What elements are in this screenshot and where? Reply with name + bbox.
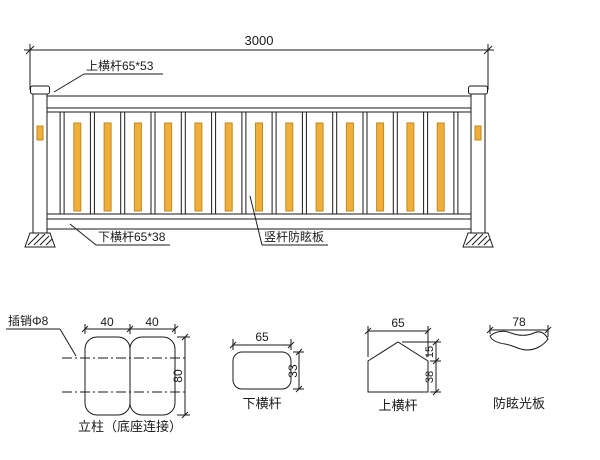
glare-board-bar [164,122,173,212]
vertical-bar [89,111,95,215]
post-detail-texts: 插销Φ8 40 40 80 立柱（底座连接） [8,314,185,434]
glare-board-bar [255,122,263,212]
vertical-bars [59,111,459,215]
glare-board-bar [194,122,203,212]
top-rail-peak-height-dim: 15 [424,346,436,358]
post-detail [6,324,190,419]
vertical-bar [392,111,398,215]
glare-board-bar [224,122,233,212]
top-rail-detail-texts: 65 15 38 上横杆 [378,316,436,413]
post-width-right-dim: 40 [145,315,159,329]
top-rail [46,95,472,113]
glare-board-width-dimension [486,325,552,337]
bottom-rail-label: 下横杆65*38 [98,230,166,244]
glare-board-bar [436,122,445,212]
glare-board-bar [73,122,82,212]
vertical-bar [59,111,65,215]
left-base-plate [24,232,56,248]
vertical-bar-leader [249,195,328,246]
bottom-rail-leader [69,223,170,246]
vertical-bar [120,111,126,215]
vertical-bar [211,111,217,215]
glare-board-profile [489,330,549,351]
glare-board-detail [486,325,552,351]
elevation-texts: 3000 上横杆65*53 下横杆65*38 竖杆防眩板 [86,33,324,244]
vertical-bar [453,111,459,215]
top-rail-leader [53,73,163,93]
post-height-dim: 80 [171,369,185,383]
bottom-rail-detail [229,339,304,393]
pin-leader [6,328,77,357]
post-height-dimension [177,333,190,419]
glare-board-bar [103,122,112,212]
vertical-bar [423,111,429,215]
bottom-rail-detail-texts: 65 33 下横杆 [242,330,300,411]
vertical-bar [241,111,247,215]
glare-board-bar [133,122,142,212]
bottom-rail-height-dimension [293,348,304,393]
top-rail-body-height-dim: 38 [424,371,436,383]
glare-board-bar [376,122,385,212]
top-rail-width-dim: 65 [391,316,405,330]
right-post [468,85,488,237]
top-rail-width-dimension [364,326,432,357]
elevation-view [24,44,494,248]
bottom-rail-width-dim: 65 [255,330,269,344]
top-rail-height-dimension [402,338,441,396]
overall-dimension [24,44,494,90]
left-post [30,85,50,237]
vertical-bar [301,111,307,215]
vertical-bar [362,111,368,215]
glare-board-bar [315,122,324,212]
right-base-plate [462,232,494,248]
vertical-bar [150,111,156,215]
top-rail-detail [364,326,441,396]
vertical-bar [271,111,277,215]
overall-width-dim-text: 3000 [245,33,274,48]
glare-board-detail-texts: 78 防眩光板 [493,315,545,411]
glare-board-bar [345,122,354,212]
bottom-rail [46,213,472,230]
vertical-bar [180,111,186,215]
post-detail-caption: 立柱（底座连接） [78,419,182,434]
pin-label: 插销Φ8 [8,314,49,328]
glare-board-bar [406,122,415,212]
glare-board-caption: 防眩光板 [493,396,545,411]
vertical-bar [332,111,338,215]
glare-board-width-dim: 78 [512,315,526,329]
top-rail-label: 上横杆65*53 [86,59,154,73]
top-rail-caption: 上横杆 [378,398,417,413]
vertical-bar-label: 竖杆防眩板 [264,229,324,244]
bottom-rail-height-dim: 33 [286,364,300,378]
post-width-dimension [81,324,179,334]
post-width-left-dim: 40 [100,315,114,329]
bottom-rail-caption: 下横杆 [242,396,281,411]
bottom-rail-width-dimension [229,339,295,350]
glare-board-bar [285,122,294,212]
